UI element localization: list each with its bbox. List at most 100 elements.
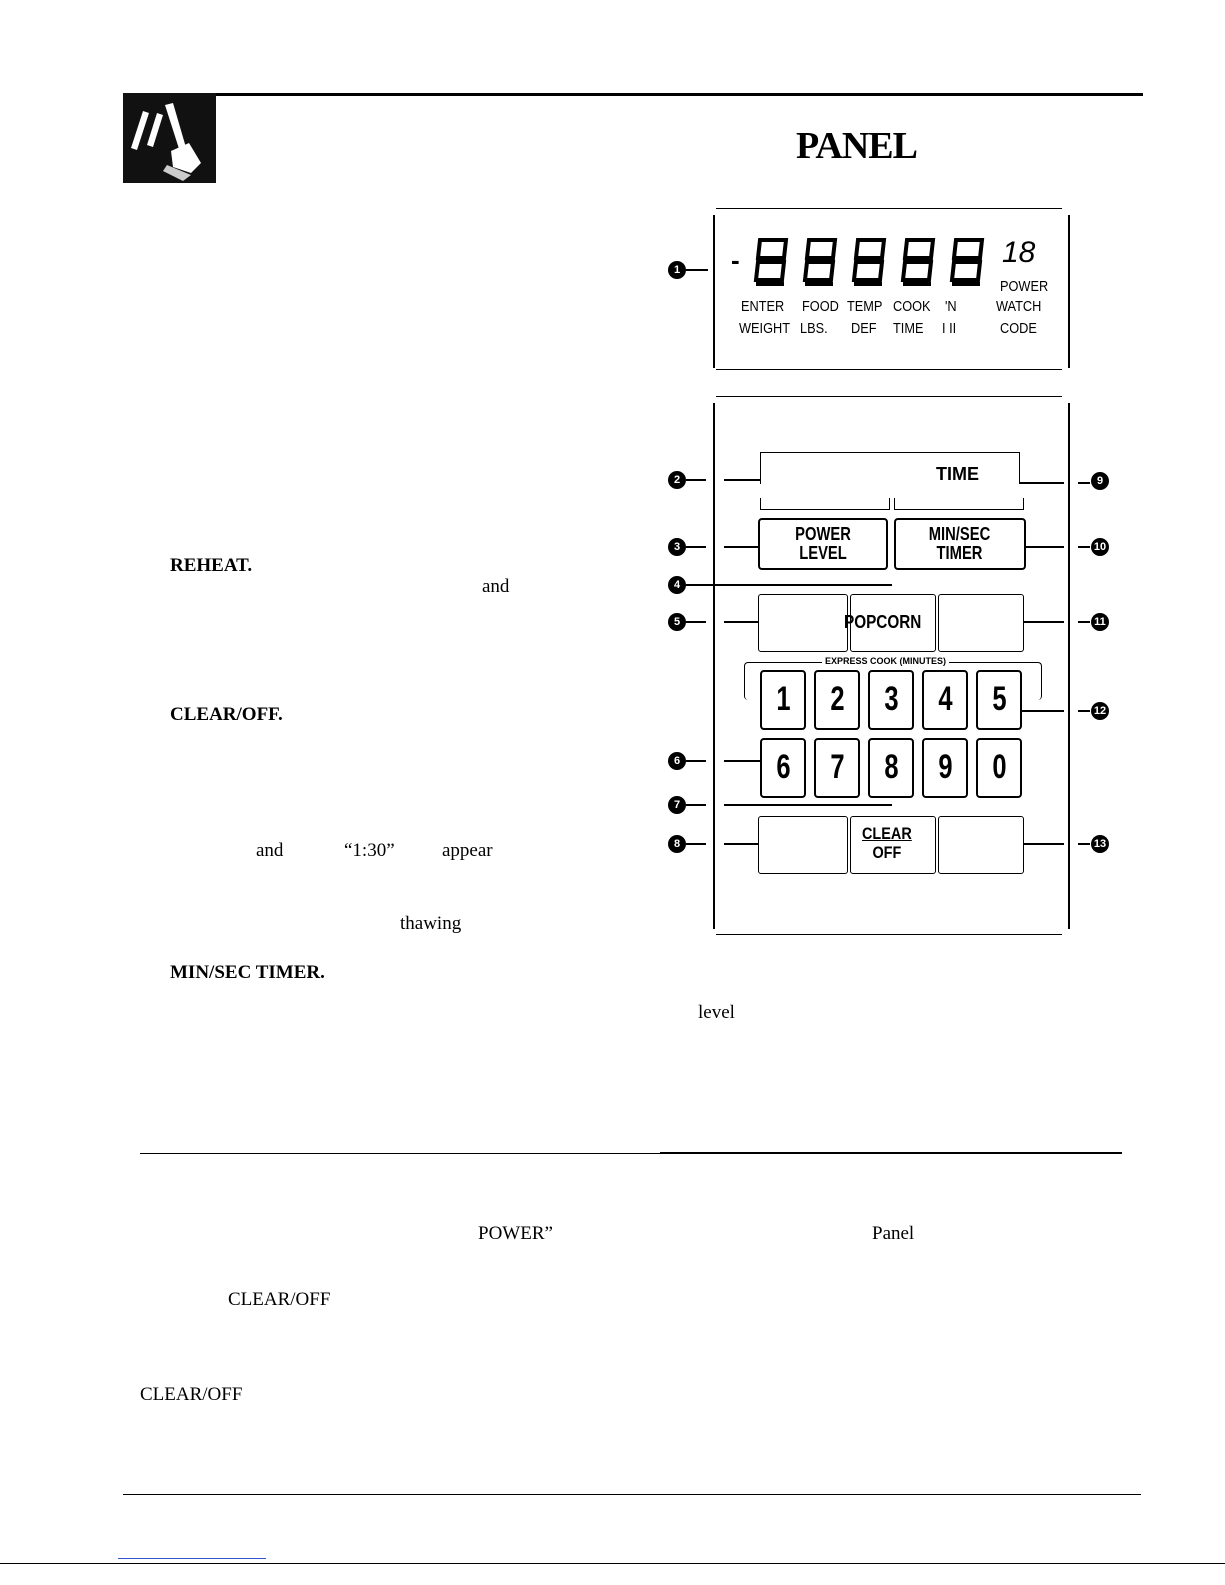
text-appear: appear [442, 840, 493, 861]
lcd-label: WEIGHT [739, 320, 790, 337]
lcd-frame-bottom [716, 369, 1062, 370]
logo [123, 93, 216, 183]
time-key-label: TIME [936, 464, 979, 484]
lcd-label: COOK [893, 298, 931, 315]
lcd-label: ENTER [741, 298, 785, 315]
callout-leader [686, 546, 706, 548]
lcd-label: TEMP [847, 298, 883, 315]
lcd-label: 'N [945, 298, 957, 315]
keypad-frame-bottom [716, 934, 1062, 935]
number-key-6[interactable]: 6 [760, 738, 806, 798]
text-clear-off: CLEAR/OFF [228, 1289, 331, 1310]
callout-leader [686, 760, 706, 762]
keypad-frame-top [716, 396, 1062, 397]
lcd-label: TIME [893, 320, 924, 337]
key-outline [760, 452, 1020, 484]
callout-leader [724, 760, 760, 762]
keypad-frame-right [1068, 403, 1070, 929]
callout-12: 12 [1091, 702, 1109, 720]
number-key-0[interactable]: 0 [976, 738, 1022, 798]
lcd-label: DEF [851, 320, 877, 337]
number-key-5[interactable]: 5 [976, 670, 1022, 730]
callout-7: 7 [668, 796, 686, 814]
lcd-power-label: POWER [1000, 278, 1049, 295]
lcd-frame-left [713, 215, 715, 368]
lcd-label: I II [942, 320, 957, 337]
number-key-1[interactable]: 1 [760, 670, 806, 730]
text-and: and [256, 840, 284, 861]
lcd-small-digits: 18 [1002, 236, 1036, 269]
lcd-label: FOOD [802, 298, 839, 315]
key-outline [850, 816, 936, 874]
callout-leader [1078, 621, 1090, 623]
text-time-value: “1:30” [344, 840, 395, 861]
text-panel: Panel [872, 1223, 915, 1244]
key-outline [760, 498, 890, 510]
number-key-8[interactable]: 8 [868, 738, 914, 798]
page-bottom-rule [0, 1563, 1225, 1564]
callout-leader [1024, 843, 1064, 845]
callout-leader [686, 804, 706, 806]
lcd-label: LBS. [800, 320, 828, 337]
callout-leader [686, 584, 892, 586]
section-divider [140, 1153, 1122, 1154]
callout-9: 9 [1091, 472, 1109, 490]
callout-8: 8 [668, 835, 686, 853]
callout-5: 5 [668, 613, 686, 631]
callout-leader [724, 804, 892, 806]
callout-leader [1078, 546, 1090, 548]
text-min-sec-timer: MIN/SEC TIMER. [170, 962, 325, 983]
callout-leader [1022, 710, 1064, 712]
callout-leader [724, 843, 758, 845]
popcorn-button[interactable]: POPCORN [844, 612, 922, 632]
callout-1: 1 [668, 261, 686, 279]
callout-6: 6 [668, 752, 686, 770]
key-outline [758, 594, 848, 652]
lcd-frame-top [716, 208, 1062, 209]
lcd-digit [897, 236, 939, 286]
number-key-9[interactable]: 9 [922, 738, 968, 798]
lcd-frame-right [1068, 215, 1070, 368]
text-clear-off: CLEAR/OFF [140, 1384, 243, 1405]
lcd-digit [848, 236, 890, 286]
express-cook-label: EXPRESS COOK (MINUTES) [822, 656, 950, 666]
number-key-3[interactable]: 3 [868, 670, 914, 730]
callout-leader [686, 843, 706, 845]
callout-leader [1020, 482, 1064, 484]
number-key-7[interactable]: 7 [814, 738, 860, 798]
text-and: and [482, 576, 510, 597]
text-clear-off: CLEAR/OFF. [170, 704, 283, 725]
section-divider-bold [660, 1152, 1122, 1154]
callout-leader [686, 621, 706, 623]
callout-leader [686, 269, 708, 271]
lcd-digit [799, 236, 841, 286]
lcd-digit [946, 236, 988, 286]
callout-11: 11 [1091, 613, 1109, 631]
text-level: level [698, 1002, 735, 1023]
callout-leader [1024, 621, 1064, 623]
footer-rule [123, 1494, 1141, 1495]
text-thawing: thawing [400, 913, 462, 934]
callout-leader [724, 479, 760, 481]
lcd-digit [750, 236, 792, 286]
callout-leader [1078, 710, 1090, 712]
hand-pressing-button-icon [131, 103, 201, 181]
callout-leader [1078, 843, 1090, 845]
key-outline [938, 594, 1024, 652]
number-key-2[interactable]: 2 [814, 670, 860, 730]
number-key-4[interactable]: 4 [922, 670, 968, 730]
callout-leader [724, 621, 758, 623]
callout-leader [724, 546, 758, 548]
text-power: POWER” [478, 1223, 553, 1244]
callout-leader [1078, 482, 1090, 484]
callout-4: 4 [668, 576, 686, 594]
text-reheat: REHEAT. [170, 555, 253, 576]
key-outline [850, 594, 936, 652]
lcd-label: CODE [1000, 320, 1037, 337]
callout-leader [686, 479, 706, 481]
callout-leader [1026, 546, 1064, 548]
page-title: PANEL [796, 125, 918, 167]
